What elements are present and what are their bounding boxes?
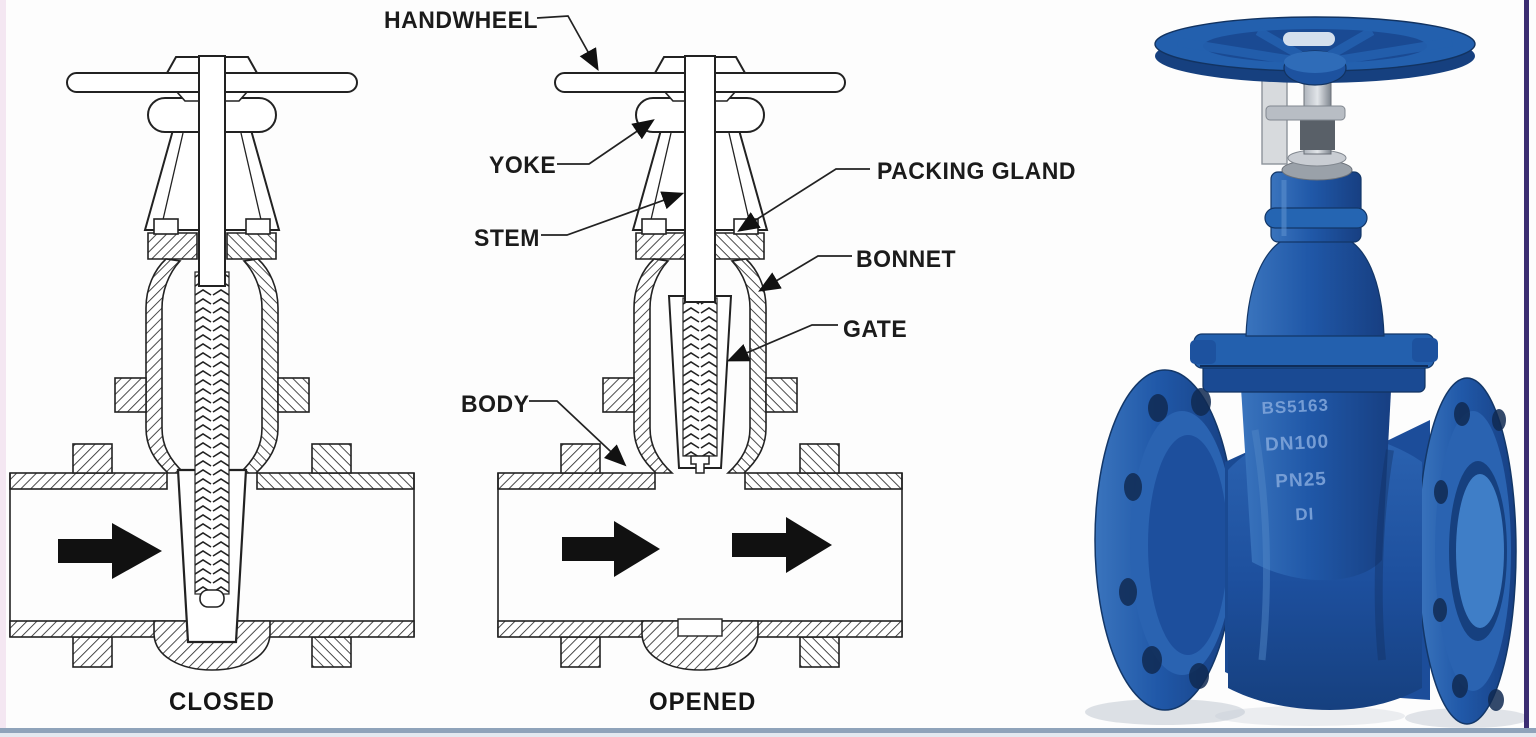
marking-standard: BS5163	[1261, 395, 1329, 418]
label-gate: GATE	[843, 314, 908, 343]
label-packing-gland: PACKING GLAND	[877, 156, 1077, 185]
leader-body	[529, 400, 627, 467]
state-label-closed: CLOSED	[169, 687, 276, 717]
leader-stem	[541, 191, 685, 236]
marking-pn: PN25	[1275, 469, 1328, 493]
flow-arrow	[562, 521, 660, 577]
valve-photo: BS5163 DN100 PN25 DI	[1085, 16, 1529, 728]
leader-yoke	[557, 119, 655, 165]
leader-handwheel	[536, 15, 599, 71]
flow-arrow	[732, 517, 832, 573]
label-body: BODY	[461, 389, 530, 418]
state-label-opened: OPENED	[649, 687, 757, 717]
left-flange	[1094, 369, 1262, 711]
marking-material: DI	[1295, 504, 1315, 524]
opened-valve-diagram	[498, 55, 902, 670]
closed-valve-diagram	[10, 55, 414, 670]
stem-rod	[198, 55, 226, 287]
handwheel-photo	[1154, 16, 1476, 86]
bonnet-flange	[1190, 333, 1438, 393]
label-stem: STEM	[474, 223, 540, 252]
flow-arrow	[58, 523, 162, 579]
valve-body	[1228, 372, 1422, 710]
marking-dn: DN100	[1265, 431, 1330, 455]
label-bonnet: BONNET	[856, 244, 957, 273]
stem-rod	[684, 55, 716, 303]
stem-threads	[194, 271, 230, 595]
bonnet	[1245, 171, 1385, 337]
leader-bonnet	[758, 255, 852, 292]
embossed-markings: BS5163 DN100 PN25 DI	[1261, 395, 1330, 524]
label-yoke: YOKE	[489, 150, 557, 179]
label-handwheel: HANDWHEEL	[384, 5, 538, 34]
leader-packing	[737, 168, 870, 232]
gate-seat-notch	[677, 618, 723, 637]
leader-gate	[726, 324, 838, 362]
leader-lines	[529, 15, 870, 467]
stem-threads	[682, 297, 718, 457]
